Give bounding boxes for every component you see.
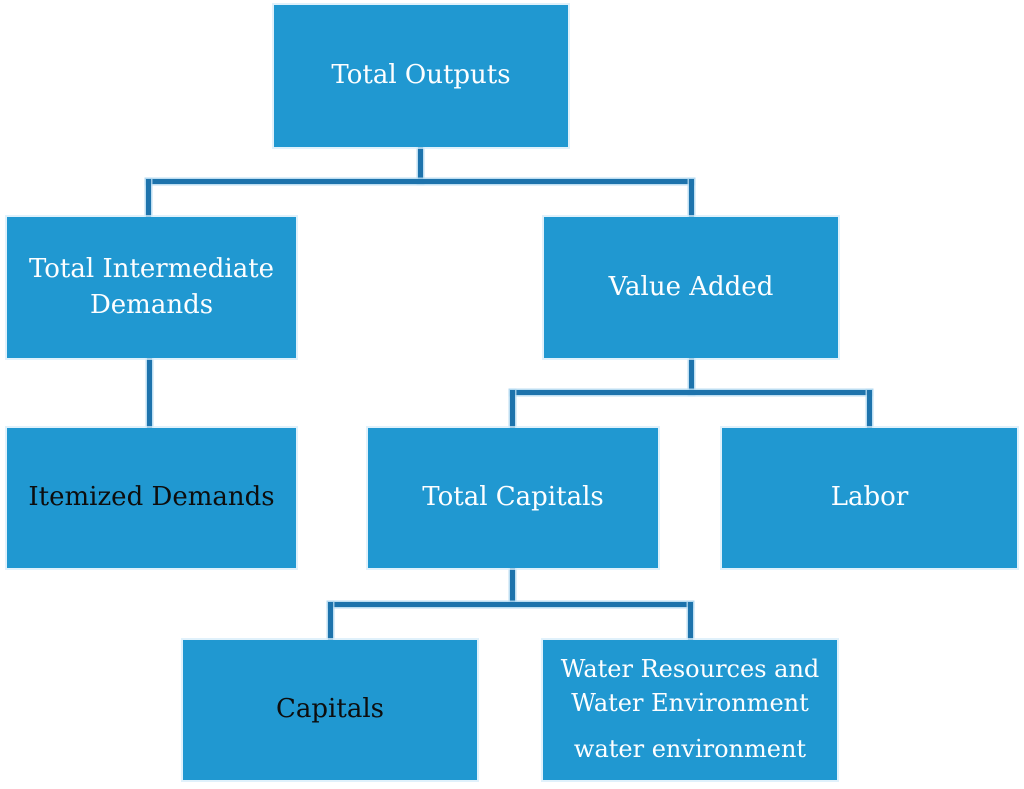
node-total-intermediate-demands: Total Intermediate Demands	[7, 217, 296, 358]
connector-total-outputs-hbar	[146, 179, 694, 184]
connector-total-capitals-stub	[510, 568, 515, 605]
node-total-capitals-label: Total Capitals	[422, 482, 604, 513]
node-water-resources-label: Water Resources and Water Environment	[560, 655, 820, 717]
node-itemized-demands: Itemized Demands	[7, 428, 296, 568]
connector-total-capitals-hbar	[328, 602, 693, 607]
connector-to-total-capitals	[510, 390, 515, 428]
node-labor: Labor	[722, 428, 1017, 568]
connector-to-capitals	[328, 602, 333, 640]
node-total-intermediate-demands-label: Total Intermediate Demands	[28, 254, 275, 320]
node-value-added: Value Added	[544, 217, 838, 358]
connector-to-water-resources	[688, 602, 693, 640]
connector-to-total-intermediate-demands	[146, 179, 151, 217]
connector-value-added-stub	[689, 358, 694, 395]
connector-to-labor	[867, 390, 872, 428]
node-capitals-label: Capitals	[276, 694, 384, 725]
node-water-environment-sublabel: water environment	[573, 735, 807, 764]
node-water-resources-and-water-environment: Water Resources and Water Environment wa…	[543, 640, 837, 780]
node-total-outputs-label: Total Outputs	[331, 60, 511, 91]
node-total-capitals: Total Capitals	[368, 428, 658, 568]
node-labor-label: Labor	[830, 482, 909, 513]
connector-value-added-hbar	[510, 390, 872, 395]
node-value-added-label: Value Added	[608, 271, 774, 302]
node-total-outputs: Total Outputs	[274, 5, 568, 147]
connector-to-value-added	[689, 179, 694, 217]
connector-total-outputs-stub	[418, 147, 423, 184]
node-itemized-demands-label: Itemized Demands	[28, 482, 275, 513]
connector-to-itemized-demands	[147, 358, 152, 428]
node-capitals: Capitals	[183, 640, 477, 780]
